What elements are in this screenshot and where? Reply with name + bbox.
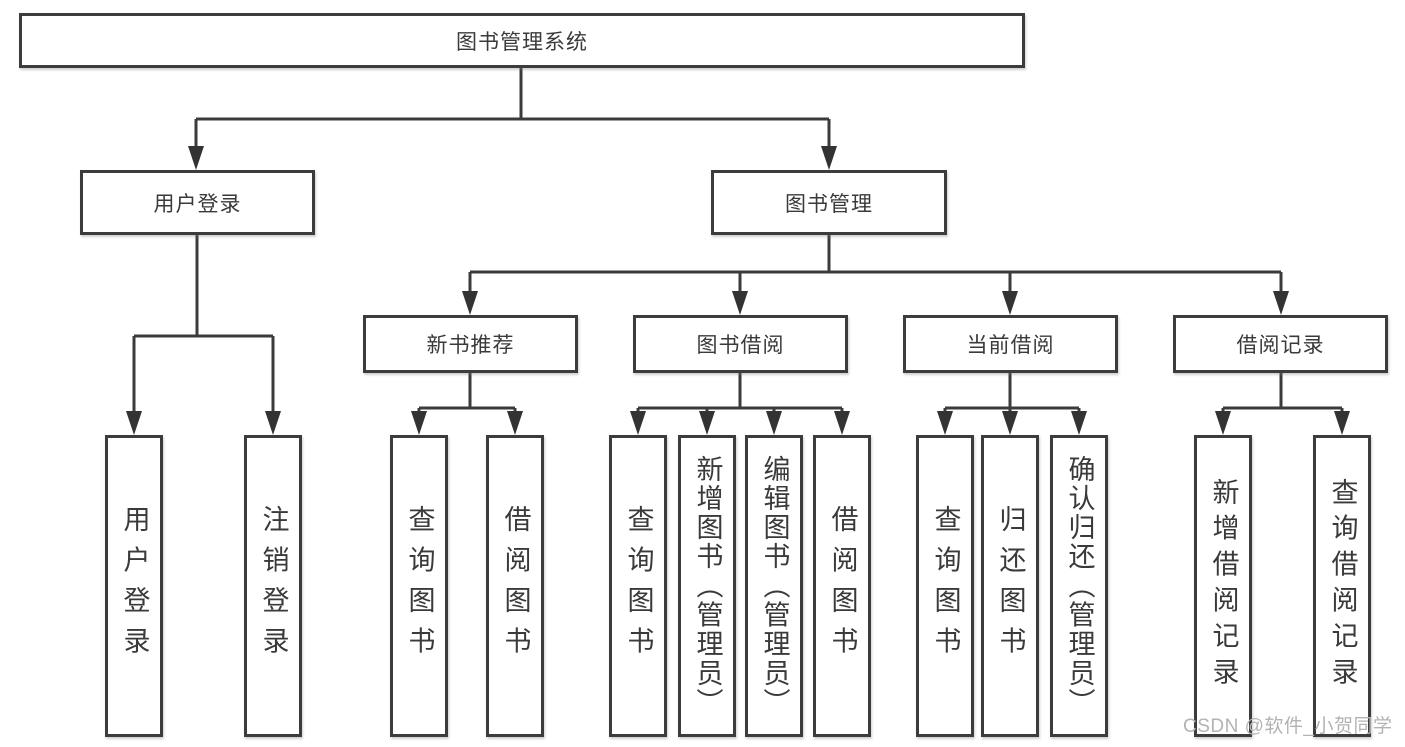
node-label: 归还图书	[995, 505, 1026, 667]
leaf-br-add-record: 新增借阅记录	[1194, 435, 1252, 737]
leaf-user-login: 用户登录	[105, 435, 163, 737]
leaf-nbr-borrow-books: 借阅图书	[486, 435, 544, 737]
leaf-cb-confirm-return-admin: 确认归还（管理员）	[1050, 435, 1108, 737]
node-label: 编辑图书（管理员）	[759, 454, 790, 718]
leaf-nbr-query-books: 查询图书	[390, 435, 448, 737]
node-label: 查询借阅记录	[1327, 478, 1358, 694]
node-label: 注销登录	[258, 505, 289, 667]
leaf-logout: 注销登录	[244, 435, 302, 737]
node-label: 图书管理系统	[456, 30, 588, 54]
node-label: 查询图书	[623, 505, 654, 667]
node-label: 新增图书（管理员）	[692, 454, 723, 718]
node-label: 新增借阅记录	[1208, 478, 1239, 694]
leaf-bb-query-books: 查询图书	[609, 435, 667, 737]
leaf-bb-add-books-admin: 新增图书（管理员）	[678, 435, 736, 737]
node-borrow-records: 借阅记录	[1173, 315, 1388, 373]
node-current-borrow: 当前借阅	[903, 315, 1118, 373]
leaf-br-query-record: 查询借阅记录	[1313, 435, 1371, 737]
node-label: 新书推荐	[426, 334, 515, 357]
node-user-login: 用户登录	[80, 170, 315, 235]
node-book-borrow: 图书借阅	[633, 315, 848, 373]
leaf-cb-query-books: 查询图书	[916, 435, 974, 737]
node-new-book-recommend: 新书推荐	[363, 315, 578, 373]
leaf-bb-edit-books-admin: 编辑图书（管理员）	[745, 435, 803, 737]
node-label: 借阅记录	[1236, 334, 1325, 357]
node-label: 借阅图书	[500, 505, 531, 667]
node-label: 用户登录	[153, 192, 242, 216]
node-book-management: 图书管理	[711, 170, 947, 235]
node-label: 当前借阅	[966, 334, 1055, 357]
node-label: 查询图书	[930, 505, 961, 667]
leaf-cb-return-books: 归还图书	[981, 435, 1039, 737]
node-label: 查询图书	[404, 505, 435, 667]
node-label: 用户登录	[119, 505, 150, 667]
node-label: 借阅图书	[827, 505, 858, 667]
node-label: 确认归还（管理员）	[1064, 454, 1095, 718]
leaf-bb-borrow-books: 借阅图书	[813, 435, 871, 737]
csdn-watermark: CSDN @软件_小贺同学	[1183, 716, 1393, 737]
node-label: 图书管理	[785, 192, 873, 216]
node-label: 图书借阅	[696, 334, 785, 357]
node-library-management-system: 图书管理系统	[19, 13, 1025, 68]
